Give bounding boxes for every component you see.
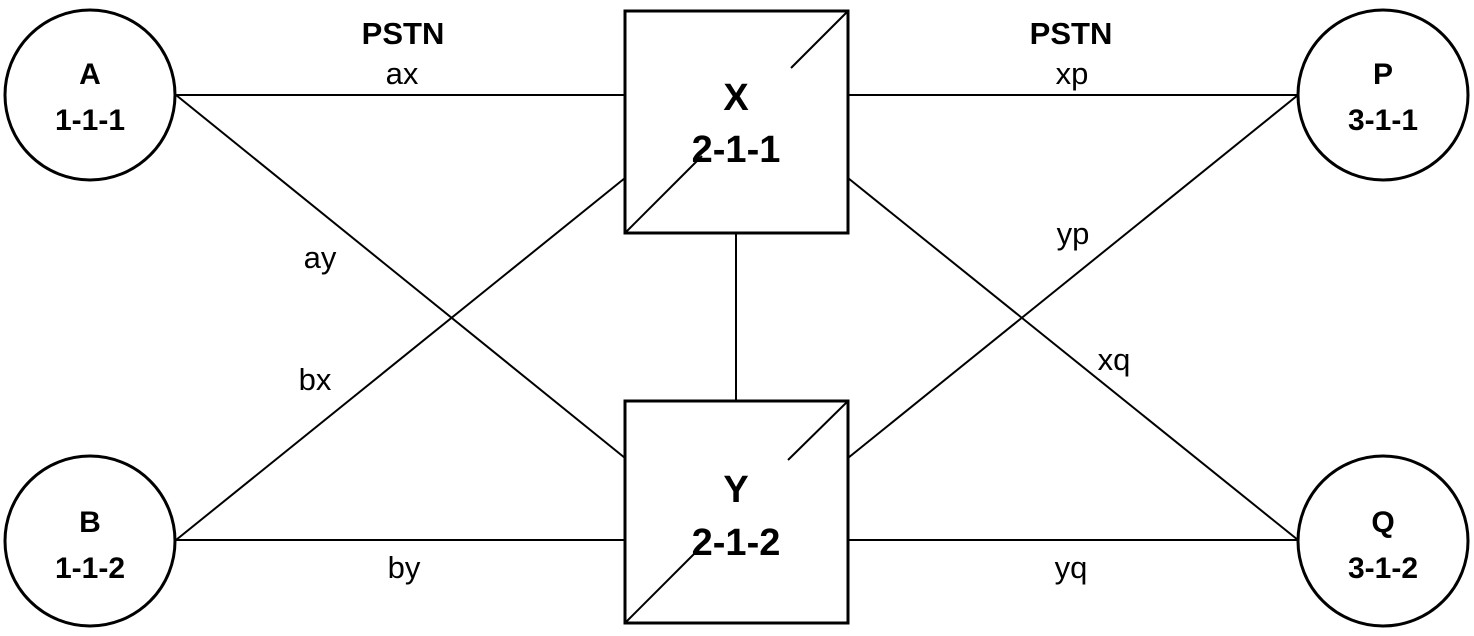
- network-label-left: PSTN: [362, 16, 445, 51]
- endpoint-a: A 1-1-1: [3, 8, 177, 182]
- endpoint-b-address: 1-1-2: [55, 552, 125, 585]
- endpoint-q: Q 3-1-2: [1296, 454, 1470, 628]
- link-label-yp: yp: [1057, 216, 1090, 251]
- endpoint-a-address: 1-1-1: [55, 104, 125, 137]
- endpoint-b-name: B: [79, 506, 101, 539]
- network-label-right: PSTN: [1030, 16, 1113, 51]
- endpoint-p: P 3-1-1: [1296, 8, 1470, 182]
- endpoint-b-circle: [3, 454, 177, 628]
- switch-x: X 2-1-1: [623, 9, 850, 235]
- switch-x-name: X: [723, 77, 749, 119]
- link-yp: [847, 94, 1299, 459]
- switch-y-diagonal-lower: [624, 543, 705, 624]
- link-label-xp: xp: [1056, 56, 1089, 91]
- endpoint-a-name: A: [79, 58, 101, 91]
- endpoint-a-circle: [3, 8, 177, 182]
- switch-x-diagonal-lower: [624, 155, 703, 234]
- link-label-xq: xq: [1098, 342, 1131, 377]
- link-label-ay: ay: [304, 240, 337, 275]
- endpoint-b: B 1-1-2: [3, 454, 177, 628]
- switch-y-diagonal-upper: [787, 400, 849, 461]
- endpoint-q-circle: [1296, 454, 1470, 628]
- link-ay: [175, 94, 626, 459]
- switch-y-address: 2-1-2: [692, 522, 781, 564]
- switch-y: Y 2-1-2: [623, 399, 850, 625]
- link-bx: [175, 177, 626, 541]
- link-xq: [847, 177, 1299, 541]
- switch-x-diagonal-upper: [790, 10, 849, 69]
- endpoint-q-address: 3-1-2: [1348, 552, 1418, 585]
- endpoint-p-address: 3-1-1: [1348, 104, 1418, 137]
- links: [175, 94, 1299, 541]
- link-label-ax: ax: [386, 56, 419, 91]
- endpoint-p-name: P: [1373, 58, 1393, 91]
- switch-x-address: 2-1-1: [692, 129, 781, 171]
- endpoint-q-name: Q: [1371, 506, 1394, 539]
- switch-y-name: Y: [723, 469, 748, 511]
- link-label-yq: yq: [1055, 550, 1088, 585]
- endpoint-p-circle: [1296, 8, 1470, 182]
- link-label-by: by: [388, 550, 421, 585]
- link-label-bx: bx: [299, 362, 332, 397]
